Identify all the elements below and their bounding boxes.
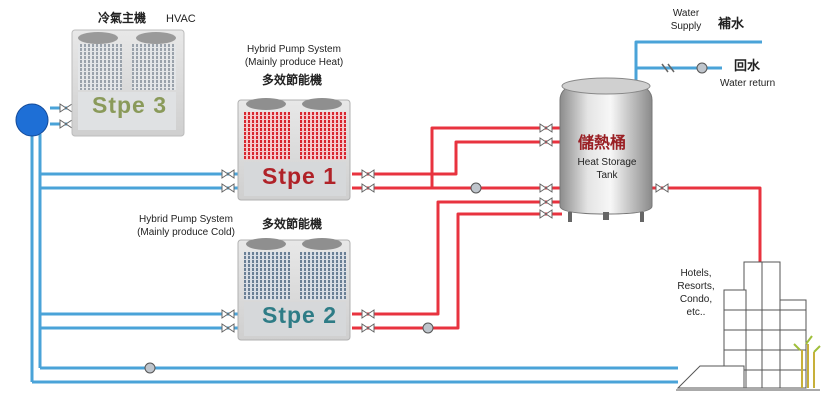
stage1-heat-pump-unit xyxy=(237,98,351,201)
pipe-valves xyxy=(59,103,669,333)
hvac-unit xyxy=(71,29,185,137)
cold-system-english-line1: Hybrid Pump System xyxy=(139,214,233,225)
check-valve-icon xyxy=(661,63,675,73)
stage2-label: Stpe 2 xyxy=(262,302,338,328)
valve xyxy=(221,169,235,179)
pump-icon xyxy=(144,362,156,374)
makeup-water-return-pipe xyxy=(634,66,722,80)
building-label-line4: etc.. xyxy=(686,307,706,318)
stage2-hot-out-bottom xyxy=(352,212,562,330)
valve xyxy=(539,209,553,219)
tank-chinese-label: 儲熱桶 xyxy=(578,133,627,152)
stage2-hot-out-top xyxy=(352,200,562,316)
valve xyxy=(221,309,235,319)
water-supply-chinese-label: 補水 xyxy=(718,17,745,32)
stage1-hot-out-top xyxy=(352,126,562,176)
valve xyxy=(539,137,553,147)
water-supply-english-line2: Supply xyxy=(670,21,702,32)
building-label-line1: Hotels, xyxy=(680,268,712,279)
water-return-chinese-label: 回水 xyxy=(734,59,761,74)
valve xyxy=(539,183,553,193)
valve xyxy=(221,183,235,193)
water-supply-english-line1: Water xyxy=(672,8,700,19)
hvac-english-label: HVAC xyxy=(166,13,196,25)
hvac-chinese-label: 冷氣主機 xyxy=(98,11,147,25)
water-return-english-label: Water return xyxy=(720,78,776,89)
stage1-hot-loop xyxy=(430,140,562,188)
valve xyxy=(539,197,553,207)
heat-system-english-line2: (Mainly produce Heat) xyxy=(244,57,344,68)
tank-to-building-pipe xyxy=(652,186,762,262)
valve xyxy=(361,183,375,193)
circulation-pumps xyxy=(144,62,708,374)
pump-icon xyxy=(696,62,708,74)
valve xyxy=(221,323,235,333)
cold-system-english-line2: (Mainly produce Cold) xyxy=(137,227,235,238)
building-label-line3: Condo, xyxy=(679,294,713,305)
cold-system-chinese-label: 多效節能機 xyxy=(262,217,323,231)
tank-english-line2: Tank xyxy=(596,170,618,181)
valve xyxy=(361,169,375,179)
valve xyxy=(361,309,375,319)
heat-system-chinese-label: 多效節能機 xyxy=(262,73,323,87)
pump-icon xyxy=(470,182,482,194)
valve xyxy=(59,119,73,129)
stage1-label: Stpe 1 xyxy=(262,163,338,189)
building-label-line2: Resorts, xyxy=(677,281,715,292)
heat-storage-tank xyxy=(559,77,653,222)
valve xyxy=(361,323,375,333)
stage2-heat-pump-unit xyxy=(237,238,351,341)
valve xyxy=(655,183,669,193)
valve xyxy=(59,103,73,113)
hot-water-pipes xyxy=(352,80,762,330)
stage3-label: Stpe 3 xyxy=(92,92,168,118)
hotel-building xyxy=(676,261,820,391)
expansion-tank-icon xyxy=(15,103,49,137)
palm-trees-icon xyxy=(793,335,821,388)
heat-system-english-line1: Hybrid Pump System xyxy=(247,44,341,55)
valve xyxy=(539,123,553,133)
pump-icon xyxy=(422,322,434,334)
tank-english-line1: Heat Storage xyxy=(577,157,637,168)
